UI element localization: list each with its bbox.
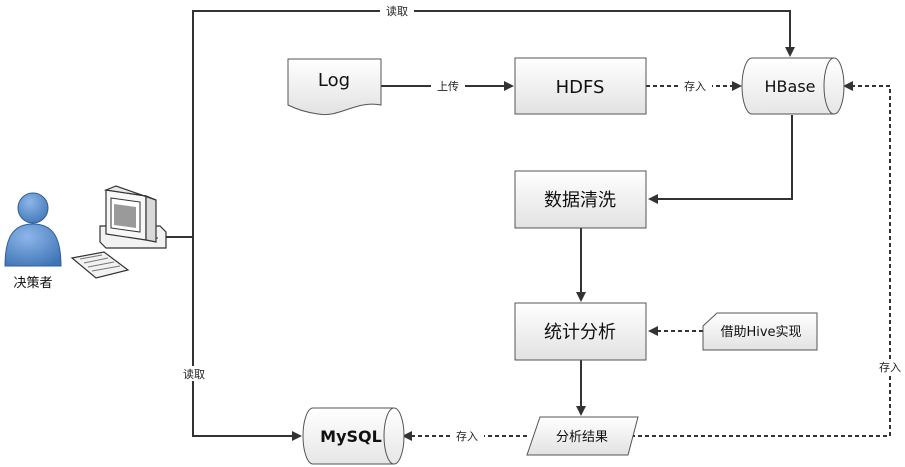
node-hdfs-label: HDFS [556, 77, 605, 98]
node-statistical-analysis: 统计分析 [514, 302, 647, 361]
edge-label-read-top: 读取 [386, 4, 408, 18]
node-hive-label: 借助Hive实现 [720, 325, 801, 340]
edge-read-left [192, 237, 302, 441]
node-hive: 借助Hive实现 [702, 312, 818, 351]
edge-read-top [165, 10, 795, 238]
edge-label-store-hbase: 存入 [684, 79, 706, 93]
node-statistical-analysis-label: 统计分析 [544, 322, 616, 343]
user-label: 决策者 [13, 275, 52, 291]
node-data-cleaning-label: 数据清洗 [544, 190, 616, 211]
node-data-cleaning: 数据清洗 [514, 170, 647, 229]
person-icon [4, 192, 62, 267]
node-analysis-result-label: 分析结果 [556, 430, 608, 445]
node-hbase-label: HBase [765, 77, 816, 96]
node-hbase: HBase [741, 57, 845, 115]
edge-label-store-mysql: 存入 [456, 429, 478, 443]
node-analysis-result: 分析结果 [526, 416, 639, 456]
edge-label-read-left: 读取 [183, 367, 205, 381]
node-log: Log [287, 58, 382, 116]
node-mysql: MySQL [302, 407, 405, 465]
node-hdfs: HDFS [514, 57, 647, 115]
node-mysql-label: MySQL [320, 427, 382, 446]
node-log-label: Log [318, 70, 350, 91]
edge-hbase-clean [648, 115, 793, 204]
edge-label-store-right: 存入 [879, 360, 901, 374]
edge-store-right [631, 81, 891, 437]
edge-label-upload: 上传 [437, 80, 459, 93]
computer-icon [70, 185, 167, 279]
